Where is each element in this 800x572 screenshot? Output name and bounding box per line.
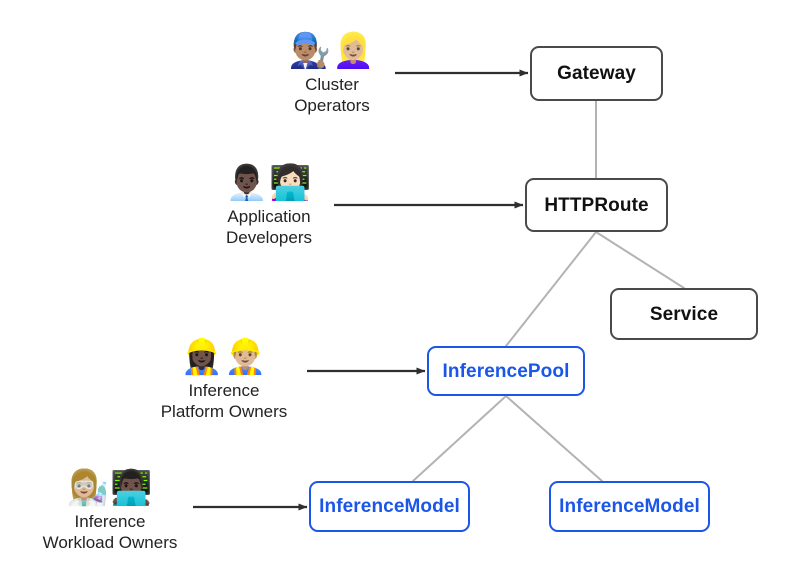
node-inferencepool[interactable]: InferencePool <box>427 346 585 396</box>
edge-pool-to-model-right <box>505 395 603 482</box>
node-inferencemodel-right[interactable]: InferenceModel <box>549 481 710 532</box>
persona-emoji-inference-platform-owners: 👷🏿‍♀️👷🏼‍♂️ <box>180 337 268 377</box>
persona-label-inference-workload-owners: Inference Workload Owners <box>42 511 178 552</box>
persona-label-inference-platform-owners: Inference Platform Owners <box>160 380 288 421</box>
node-label: InferenceModel <box>559 496 700 517</box>
node-gateway[interactable]: Gateway <box>530 46 663 101</box>
persona-emoji-cluster-operators: 👨🏽‍🔧👱🏼‍♀️ <box>288 31 376 71</box>
node-label: InferenceModel <box>319 496 460 517</box>
node-label: InferencePool <box>442 360 570 382</box>
edge-httproute-to-inferencepool <box>505 231 597 347</box>
persona-inference-workload-owners: 👩🏼‍🔬👨🏿‍💻Inference Workload Owners <box>0 470 220 553</box>
persona-cluster-operators: 👨🏽‍🔧👱🏼‍♀️Cluster Operators <box>222 33 442 116</box>
persona-emoji-inference-workload-owners: 👩🏼‍🔬👨🏿‍💻 <box>66 468 154 508</box>
persona-emoji-application-developers: 👨🏿‍💼👩🏻‍💻 <box>225 163 313 203</box>
node-httproute[interactable]: HTTPRoute <box>525 178 668 232</box>
node-service[interactable]: Service <box>610 288 758 340</box>
persona-arrows <box>193 69 529 511</box>
persona-label-application-developers: Application Developers <box>226 206 312 247</box>
node-label: Gateway <box>557 63 636 84</box>
node-inferencemodel-left[interactable]: InferenceModel <box>309 481 470 532</box>
edge-pool-to-model-left <box>412 395 507 482</box>
persona-application-developers: 👨🏿‍💼👩🏻‍💻Application Developers <box>159 165 379 248</box>
node-label: HTTPRoute <box>544 194 649 216</box>
edge-httproute-to-service <box>595 231 685 289</box>
node-label: Service <box>649 303 719 325</box>
persona-inference-platform-owners: 👷🏿‍♀️👷🏼‍♂️Inference Platform Owners <box>114 339 334 422</box>
persona-label-cluster-operators: Cluster Operators <box>294 74 370 115</box>
